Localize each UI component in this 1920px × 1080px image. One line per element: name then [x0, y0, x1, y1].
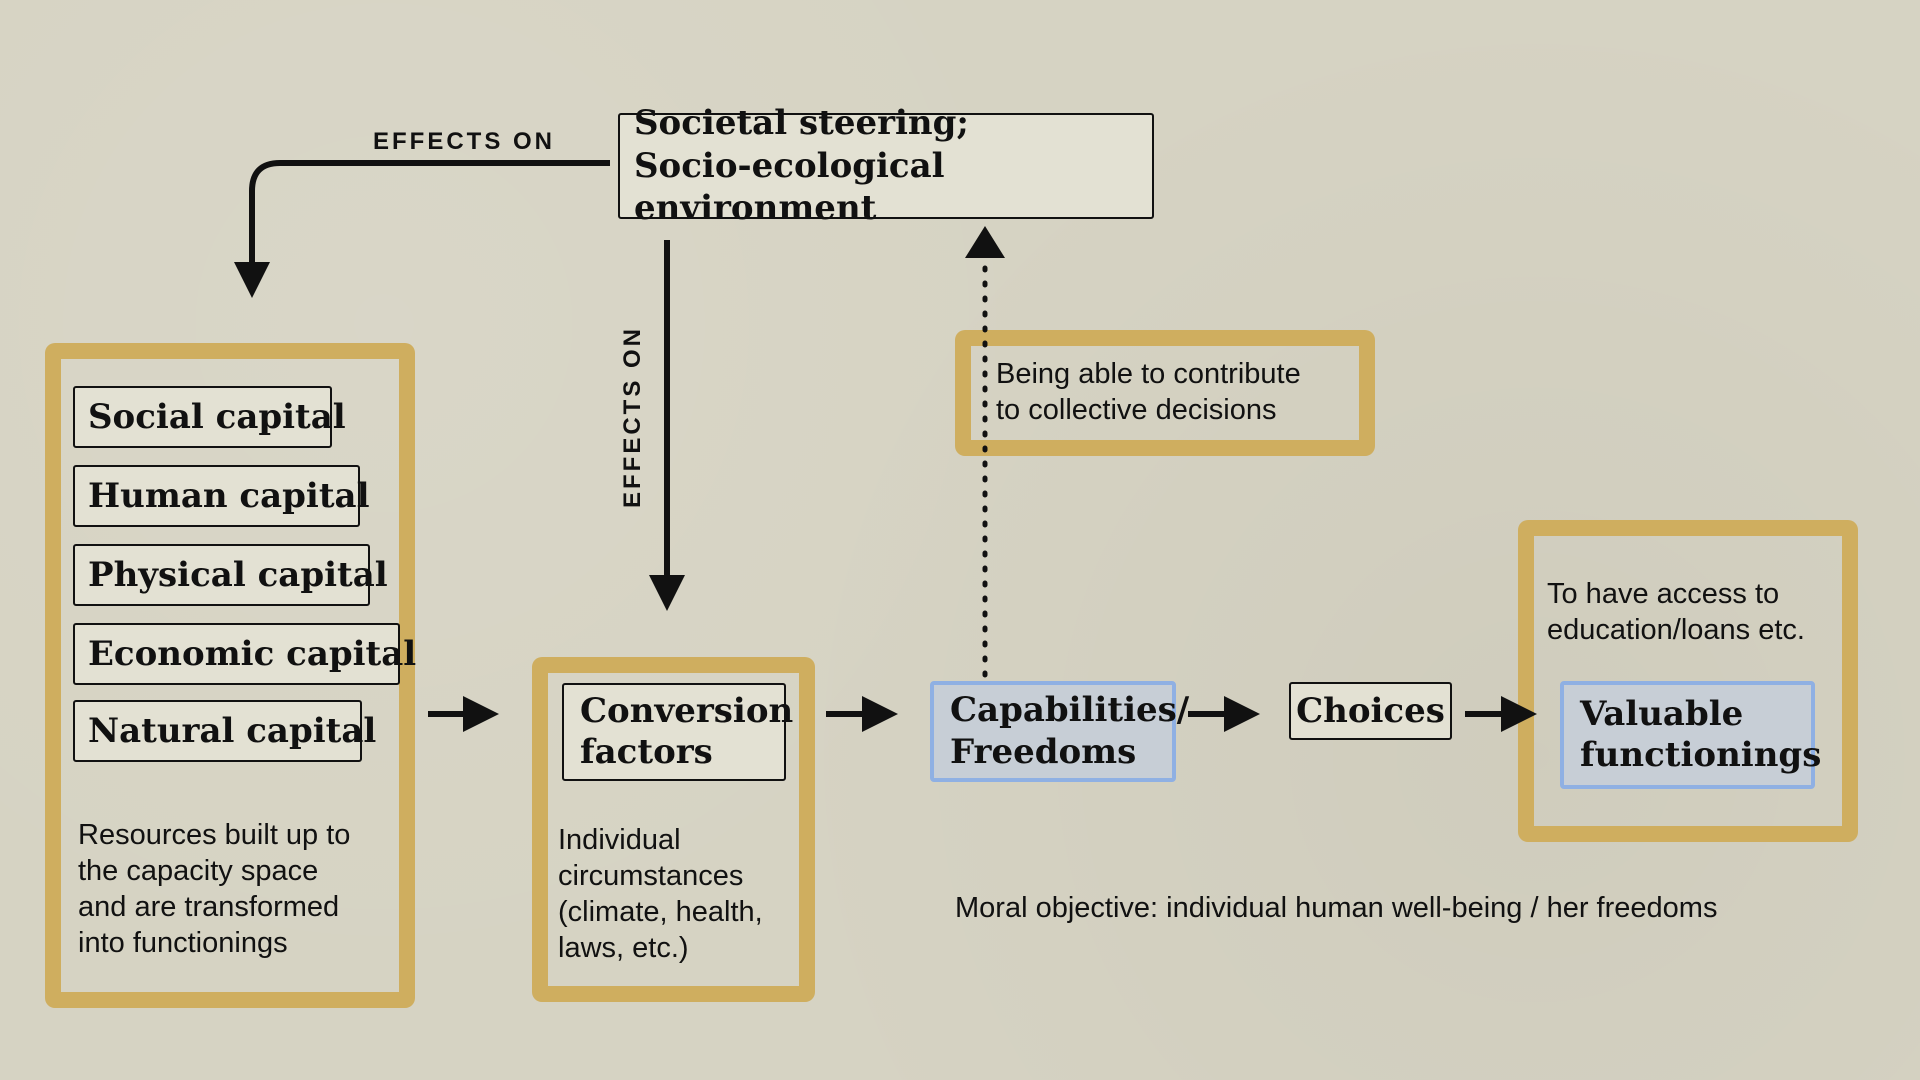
collective-frame — [955, 330, 1375, 456]
societal-steering-line2: Socio-ecological environment — [634, 145, 945, 229]
moral-objective-text: Moral objective: individual human well-b… — [955, 892, 1718, 924]
natural-capital-box: Natural capital — [73, 700, 376, 762]
physical-capital-box: Physical capital — [73, 544, 388, 606]
effects-on-capitals-arrow — [234, 160, 610, 298]
capabilities-box: Capabilities/ Freedoms — [930, 681, 1189, 782]
collective-decisions-note: Being able to contribute to collective d… — [996, 358, 1301, 426]
effects-on-label-horizontal: EFFECTS ON — [373, 128, 556, 155]
functionings-frame — [1518, 520, 1858, 842]
social-capital-box: Social capital — [73, 386, 346, 448]
conversion-frame — [532, 657, 815, 1002]
effects-on-label-vertical: EFFECTS ON — [619, 325, 647, 509]
human-capital-box: Human capital — [73, 465, 369, 527]
societal-steering-box: Societal steering; Socio-ecological envi… — [618, 103, 1154, 228]
collective-to-societal-arrowhead — [965, 226, 1005, 258]
choices-box: Choices — [1289, 682, 1452, 740]
societal-steering-line1: Societal steering; — [634, 103, 969, 144]
valuable-functionings-box: Valuable functionings — [1560, 681, 1821, 789]
circumstances-note: Individual circumstances (climate, healt… — [558, 824, 763, 964]
economic-capital-box: Economic capital — [73, 623, 416, 685]
resources-frame — [45, 343, 415, 1008]
conversion-factors-box: Conversion factors — [562, 683, 793, 781]
resources-note: Resources built up to the capacity space… — [78, 819, 351, 959]
access-note: To have access to education/loans etc. — [1547, 578, 1805, 646]
